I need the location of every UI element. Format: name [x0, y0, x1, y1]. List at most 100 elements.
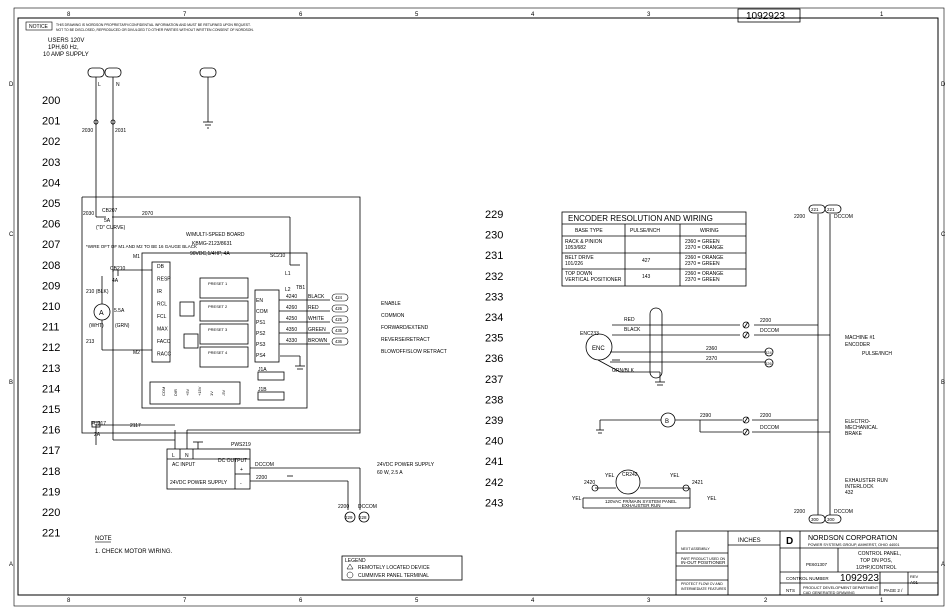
wire-color: GREEN: [308, 327, 326, 333]
row-number: 203: [42, 157, 60, 169]
legend-item: CUMMIVER PANEL TERMINAL: [358, 573, 429, 579]
rail-dccom: DCCOM: [834, 214, 853, 220]
breaker-curve: ("D" CURVE): [96, 225, 126, 231]
notice-box: [25, 21, 53, 31]
brake-label: ELECTRO-: [845, 419, 871, 425]
relay-tag: CR242: [622, 472, 638, 478]
board-terminal: L1: [285, 271, 291, 277]
note-title: NOTE: [95, 536, 112, 542]
ref-tag-box: [331, 326, 349, 335]
connector-label: J1A: [258, 367, 267, 373]
row-number: 229: [485, 209, 503, 221]
row-number: 220: [42, 507, 60, 519]
psu-side: 60 W, 2.5 A: [377, 470, 403, 476]
brake-symbol: B: [665, 419, 669, 425]
wire-label: 2030: [83, 211, 94, 217]
psu-minus: -: [240, 481, 242, 487]
encoder-dccom: DCCOM: [760, 328, 779, 334]
machine-label: MACHINE #1: [845, 335, 875, 341]
remote-device-icon: [346, 563, 354, 570]
wire-color: RED: [308, 305, 319, 311]
ref-tag: 221: [811, 207, 819, 212]
zone-label: 1: [880, 598, 884, 604]
encoder-wire: BLACK: [624, 327, 641, 333]
brake-dccom: DCCOM: [760, 425, 779, 431]
title-company: NORDSON CORPORATION: [808, 535, 897, 542]
board-terminal: PS3: [256, 342, 266, 348]
rail-tags: [808, 204, 842, 524]
psu-plus: +: [240, 467, 243, 473]
exhauster-label: 432: [845, 490, 854, 496]
wire-label: 2200: [760, 413, 771, 419]
zone-label: 8: [67, 598, 71, 604]
zone-label: 4: [531, 598, 535, 604]
title-units: INCHES: [738, 538, 761, 544]
motor-wire: (WHT): [89, 323, 104, 329]
exhauster-label: INTERLOCK: [845, 484, 874, 490]
board-terminal: IR: [157, 289, 162, 295]
preset-label: PRESET 3: [208, 327, 228, 332]
board-title: 90VDC,1/4HP, 4A: [190, 251, 230, 257]
relay-wire: YEL: [670, 473, 680, 479]
row-number: 207: [42, 239, 60, 251]
outer-border: [13, 7, 945, 607]
ref-tag: 221: [827, 207, 835, 212]
board-right-terminals: ENCOMPS1PS2PS3PS442404260425043504330BLA…: [256, 293, 349, 359]
notice-line: THIS DRAWING IS NORDSON PROPRIETARY/CONF…: [56, 23, 251, 27]
zone-label: 7: [183, 12, 187, 18]
motor-terminal: M2: [133, 350, 140, 356]
row-number: 241: [485, 456, 503, 468]
fuse-label: FU217: [91, 421, 106, 427]
wire-note: *WIRE OFT OF M1 AND M2 TO BE 16 GAUGE BL…: [86, 244, 197, 249]
function-label: COMMON: [381, 313, 405, 319]
row-number: 232: [485, 271, 503, 283]
motor-wire: (GRN): [115, 323, 130, 329]
table-cell: BELT DRIVE: [565, 255, 594, 261]
drawing-number: 1092923: [746, 11, 785, 22]
table-title: ENCODER RESOLUTION AND WIRING: [568, 214, 713, 223]
breaker-amp: 5A: [104, 218, 111, 224]
breaker-label: CB207: [102, 208, 118, 214]
row-number: 234: [485, 312, 503, 324]
ref-tag-box: [331, 315, 349, 324]
table-header: BASE TYPE: [575, 228, 603, 234]
ref-tag: 435: [335, 328, 343, 333]
encoder-circuit: [582, 214, 831, 515]
zone-label: 6: [299, 12, 303, 18]
table-cell: 2370 = ORANGE: [685, 245, 724, 251]
wire-label: 2421: [692, 480, 703, 486]
motor-symbol: A: [99, 310, 104, 317]
zone-label: D: [941, 82, 946, 88]
row-number: 219: [42, 486, 60, 498]
connector-label: J1B: [258, 387, 267, 393]
notice-line: NOT TO BE DISCLOSED, REPRODUCED OR DIVUL…: [56, 28, 254, 32]
relay-wire: YEL: [572, 496, 582, 502]
zone-label: 3: [647, 12, 651, 18]
controller-enclosure: [81, 196, 361, 434]
drawing-border: [17, 17, 939, 596]
row-number: 242: [485, 477, 503, 489]
ref-tag: 300: [811, 517, 819, 522]
preset-label: PRESET 2: [208, 304, 228, 309]
legend-box: [341, 555, 463, 581]
breaker-amp: 4A: [112, 278, 119, 284]
title-desc: 1/2HP,ICONTROL: [856, 565, 897, 571]
ref-tag: 424: [335, 295, 343, 300]
table-cell: 2360 = GREEN: [685, 239, 720, 245]
terminal-icon: [346, 571, 354, 579]
psu-n: N: [185, 453, 189, 459]
board-terminal: PS4: [256, 353, 266, 359]
zone-labels-top: 8 7 6 5 4 3 1: [67, 12, 884, 18]
wire-label: 2200: [760, 318, 771, 324]
ref-tag: 326: [765, 361, 772, 366]
row-number: 205: [42, 198, 60, 210]
row-number: 240: [485, 436, 503, 448]
board-functions: ENABLECOMMONFORWARD/EXTENDREVERSE/RETRAC…: [381, 301, 447, 355]
ref-tag-box: [331, 293, 349, 302]
brake-label: BRAKE: [845, 431, 863, 437]
relay-wire: YEL: [605, 473, 615, 479]
preset-label: PRESET 1: [208, 281, 228, 286]
board-terminal: RACC: [157, 352, 172, 358]
row-number: 211: [42, 322, 60, 334]
